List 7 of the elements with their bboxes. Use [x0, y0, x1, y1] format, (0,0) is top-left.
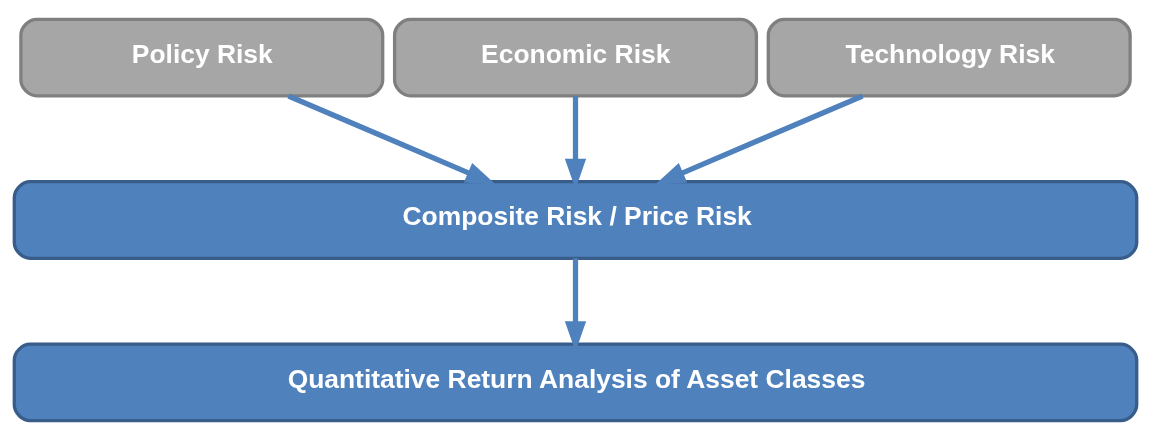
node-box: Technology Risk — [766, 17, 1132, 98]
arrow — [655, 93, 864, 185]
node-box: Composite Risk / Price Risk — [12, 180, 1139, 260]
node-box: Economic Risk — [392, 17, 759, 98]
node-box: Policy Risk — [19, 17, 385, 98]
node-box: Quantitative Return Analysis of Asset Classes — [12, 342, 1139, 423]
arrow — [287, 93, 496, 185]
